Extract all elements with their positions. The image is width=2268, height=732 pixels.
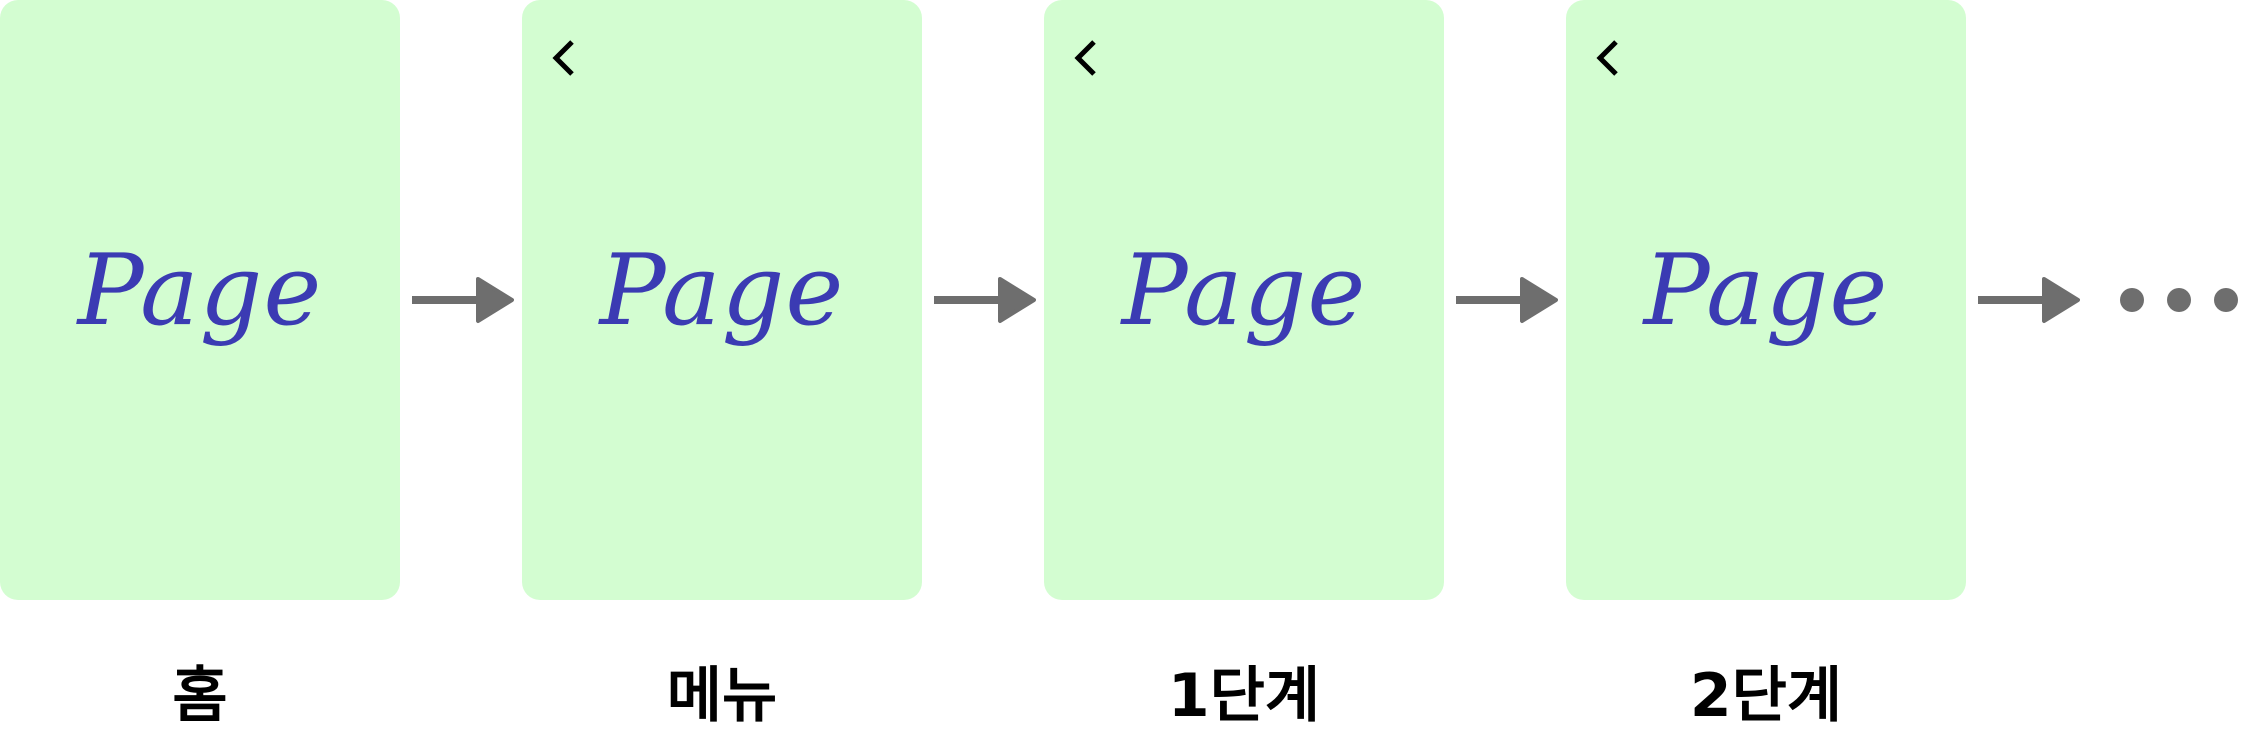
page-text: Page (1643, 234, 1889, 348)
page-card-home: Page (0, 0, 400, 600)
ellipsis-icon (2120, 288, 2238, 312)
label-home: 홈 (172, 661, 228, 731)
chevron-left-icon (552, 40, 574, 76)
page-text: Page (599, 234, 845, 348)
page-card-step-1: Page (1044, 0, 1444, 600)
label-step-1: 1단계 (1167, 661, 1321, 731)
arrow-right-icon (412, 277, 514, 323)
chevron-left-icon (1596, 40, 1618, 76)
page-text: Page (77, 234, 323, 348)
page-text: Page (1121, 234, 1367, 348)
arrow-right-icon (1456, 277, 1558, 323)
arrow-right-icon (934, 277, 1036, 323)
label-step-2: 2단계 (1689, 661, 1843, 731)
page-card-menu: Page (522, 0, 922, 600)
page-card-step-2: Page (1566, 0, 1966, 600)
arrow-right-icon (1978, 277, 2080, 323)
label-menu: 메뉴 (666, 661, 778, 731)
chevron-left-icon (1074, 40, 1096, 76)
